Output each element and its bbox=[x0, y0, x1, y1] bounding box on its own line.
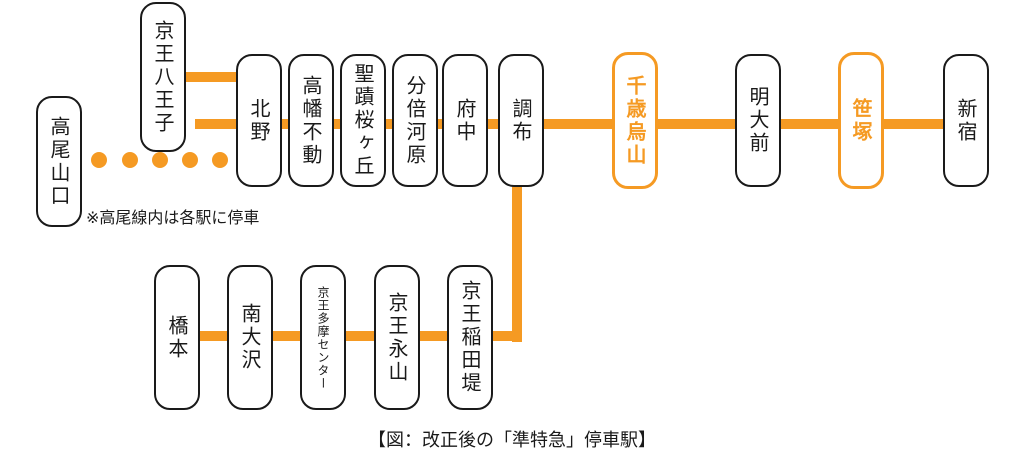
station-bubaigawara: 分倍河原 bbox=[392, 54, 438, 187]
station-label: 千歳烏山 bbox=[623, 74, 647, 167]
station-label: 分倍河原 bbox=[403, 74, 427, 167]
hachioji-branch-line bbox=[180, 72, 250, 82]
takao-dot bbox=[152, 152, 168, 168]
station-chofu: 調布 bbox=[498, 54, 544, 187]
figure-caption: 【図：改正後の「準特急」停車駅】 bbox=[368, 430, 656, 451]
station-chitosekarasuyama: 千歳烏山 bbox=[612, 52, 658, 189]
station-label: 高幡不動 bbox=[299, 74, 323, 167]
station-label: 京王八王子 bbox=[151, 19, 175, 135]
takao-dot bbox=[212, 152, 228, 168]
sagamihara-line bbox=[190, 331, 522, 341]
station-takaosanguchi: 高尾山口 bbox=[36, 96, 82, 227]
station-meidaimae: 明大前 bbox=[735, 54, 781, 187]
station-label: 聖蹟桜ヶ丘 bbox=[351, 63, 375, 178]
main-line bbox=[195, 119, 955, 129]
takao-dot bbox=[91, 152, 107, 168]
station-label: 京王多摩センター bbox=[316, 285, 330, 390]
station-label: 京王永山 bbox=[385, 291, 409, 384]
station-minamiosawa: 南大沢 bbox=[227, 265, 273, 410]
station-label: 京王稲田堤 bbox=[458, 280, 482, 395]
station-label: 南大沢 bbox=[238, 303, 262, 372]
station-label: 府中 bbox=[453, 97, 477, 144]
station-shinjuku: 新宿 bbox=[943, 54, 989, 187]
station-takahatafudo: 高幡不動 bbox=[288, 54, 334, 187]
station-keioinadazutsumi: 京王稲田堤 bbox=[447, 265, 493, 410]
station-label: 明大前 bbox=[746, 86, 770, 155]
station-seisekisakuragaoka: 聖蹟桜ヶ丘 bbox=[340, 54, 386, 187]
station-label: 笹塚 bbox=[849, 97, 873, 144]
station-fuchu: 府中 bbox=[442, 54, 488, 187]
station-label: 新宿 bbox=[954, 97, 978, 144]
station-keionagayama: 京王永山 bbox=[374, 265, 420, 410]
station-kitano: 北野 bbox=[236, 54, 282, 187]
station-keiohachioji: 京王八王子 bbox=[140, 2, 186, 152]
takao-dot bbox=[122, 152, 138, 168]
station-hashimoto: 橋本 bbox=[154, 265, 200, 410]
station-keiotamacenter: 京王多摩センター bbox=[300, 265, 346, 410]
station-label: 高尾山口 bbox=[47, 115, 71, 208]
takao-line-note: ※高尾線内は各駅に停車 bbox=[86, 208, 260, 227]
sagamihara-vertical-line bbox=[512, 180, 522, 342]
station-sasazuka: 笹塚 bbox=[838, 52, 884, 189]
station-label: 北野 bbox=[247, 97, 271, 144]
station-label: 調布 bbox=[509, 97, 533, 144]
takao-dot bbox=[182, 152, 198, 168]
station-label: 橋本 bbox=[165, 314, 189, 361]
